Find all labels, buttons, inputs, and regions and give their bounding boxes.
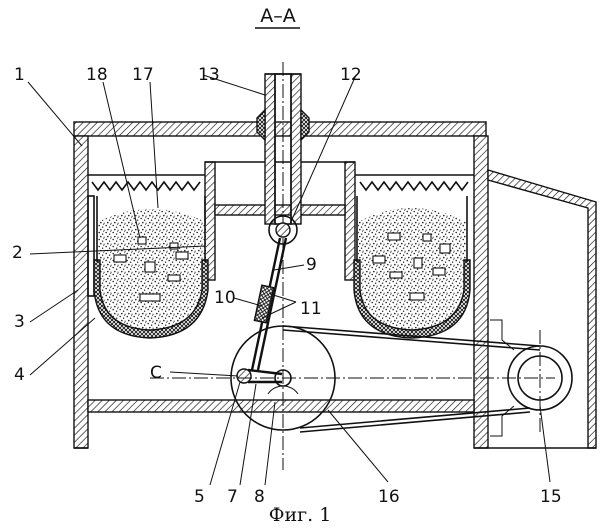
right-lump [433, 268, 445, 275]
label-12: 12 [340, 65, 362, 85]
left-lump [168, 275, 180, 281]
left-lump [176, 252, 188, 259]
section-title: А–А [260, 5, 296, 27]
ball-joint-core [276, 223, 290, 237]
right-lump [440, 244, 450, 253]
label-c: C [150, 363, 162, 383]
left-lump [138, 237, 146, 244]
right-material [358, 208, 466, 330]
right-screen-zigzag [360, 182, 468, 190]
label-1: 1 [14, 65, 25, 85]
label-2: 2 [12, 243, 23, 263]
central-crossbar [215, 205, 345, 215]
belt-bottom-2 [300, 412, 530, 432]
figure-caption: Фиг. 1 [269, 504, 332, 526]
right-lump [390, 272, 402, 278]
left-screen-zigzag [92, 182, 200, 190]
right-lump [414, 258, 422, 268]
motor-hood [488, 170, 596, 448]
label-18: 18 [86, 65, 108, 85]
shaft-housing-left [265, 74, 275, 224]
right-lump [410, 293, 424, 300]
label-7: 7 [227, 487, 238, 507]
right-lump [388, 233, 400, 240]
left-lump [145, 262, 155, 272]
label-8: 8 [254, 487, 265, 507]
label-9: 9 [306, 255, 317, 275]
label-4: 4 [14, 365, 25, 385]
top-plate [74, 122, 486, 136]
left-lump [140, 294, 160, 301]
label-11: 11 [300, 299, 322, 319]
housing-left-wall [74, 136, 88, 448]
label-10: 10 [214, 288, 236, 308]
label-3: 3 [14, 312, 25, 332]
right-lump [423, 234, 431, 241]
label-16: 16 [378, 487, 400, 507]
label-5: 5 [194, 487, 205, 507]
housing-right-wall [474, 136, 488, 448]
inner-left-strip [88, 196, 94, 296]
right-lump [373, 256, 385, 263]
left-lump [170, 243, 178, 249]
label-13: 13 [198, 65, 220, 85]
left-lump [114, 255, 126, 262]
label-17: 17 [132, 65, 154, 85]
middle-shelf [88, 400, 474, 412]
label-15: 15 [540, 487, 562, 507]
